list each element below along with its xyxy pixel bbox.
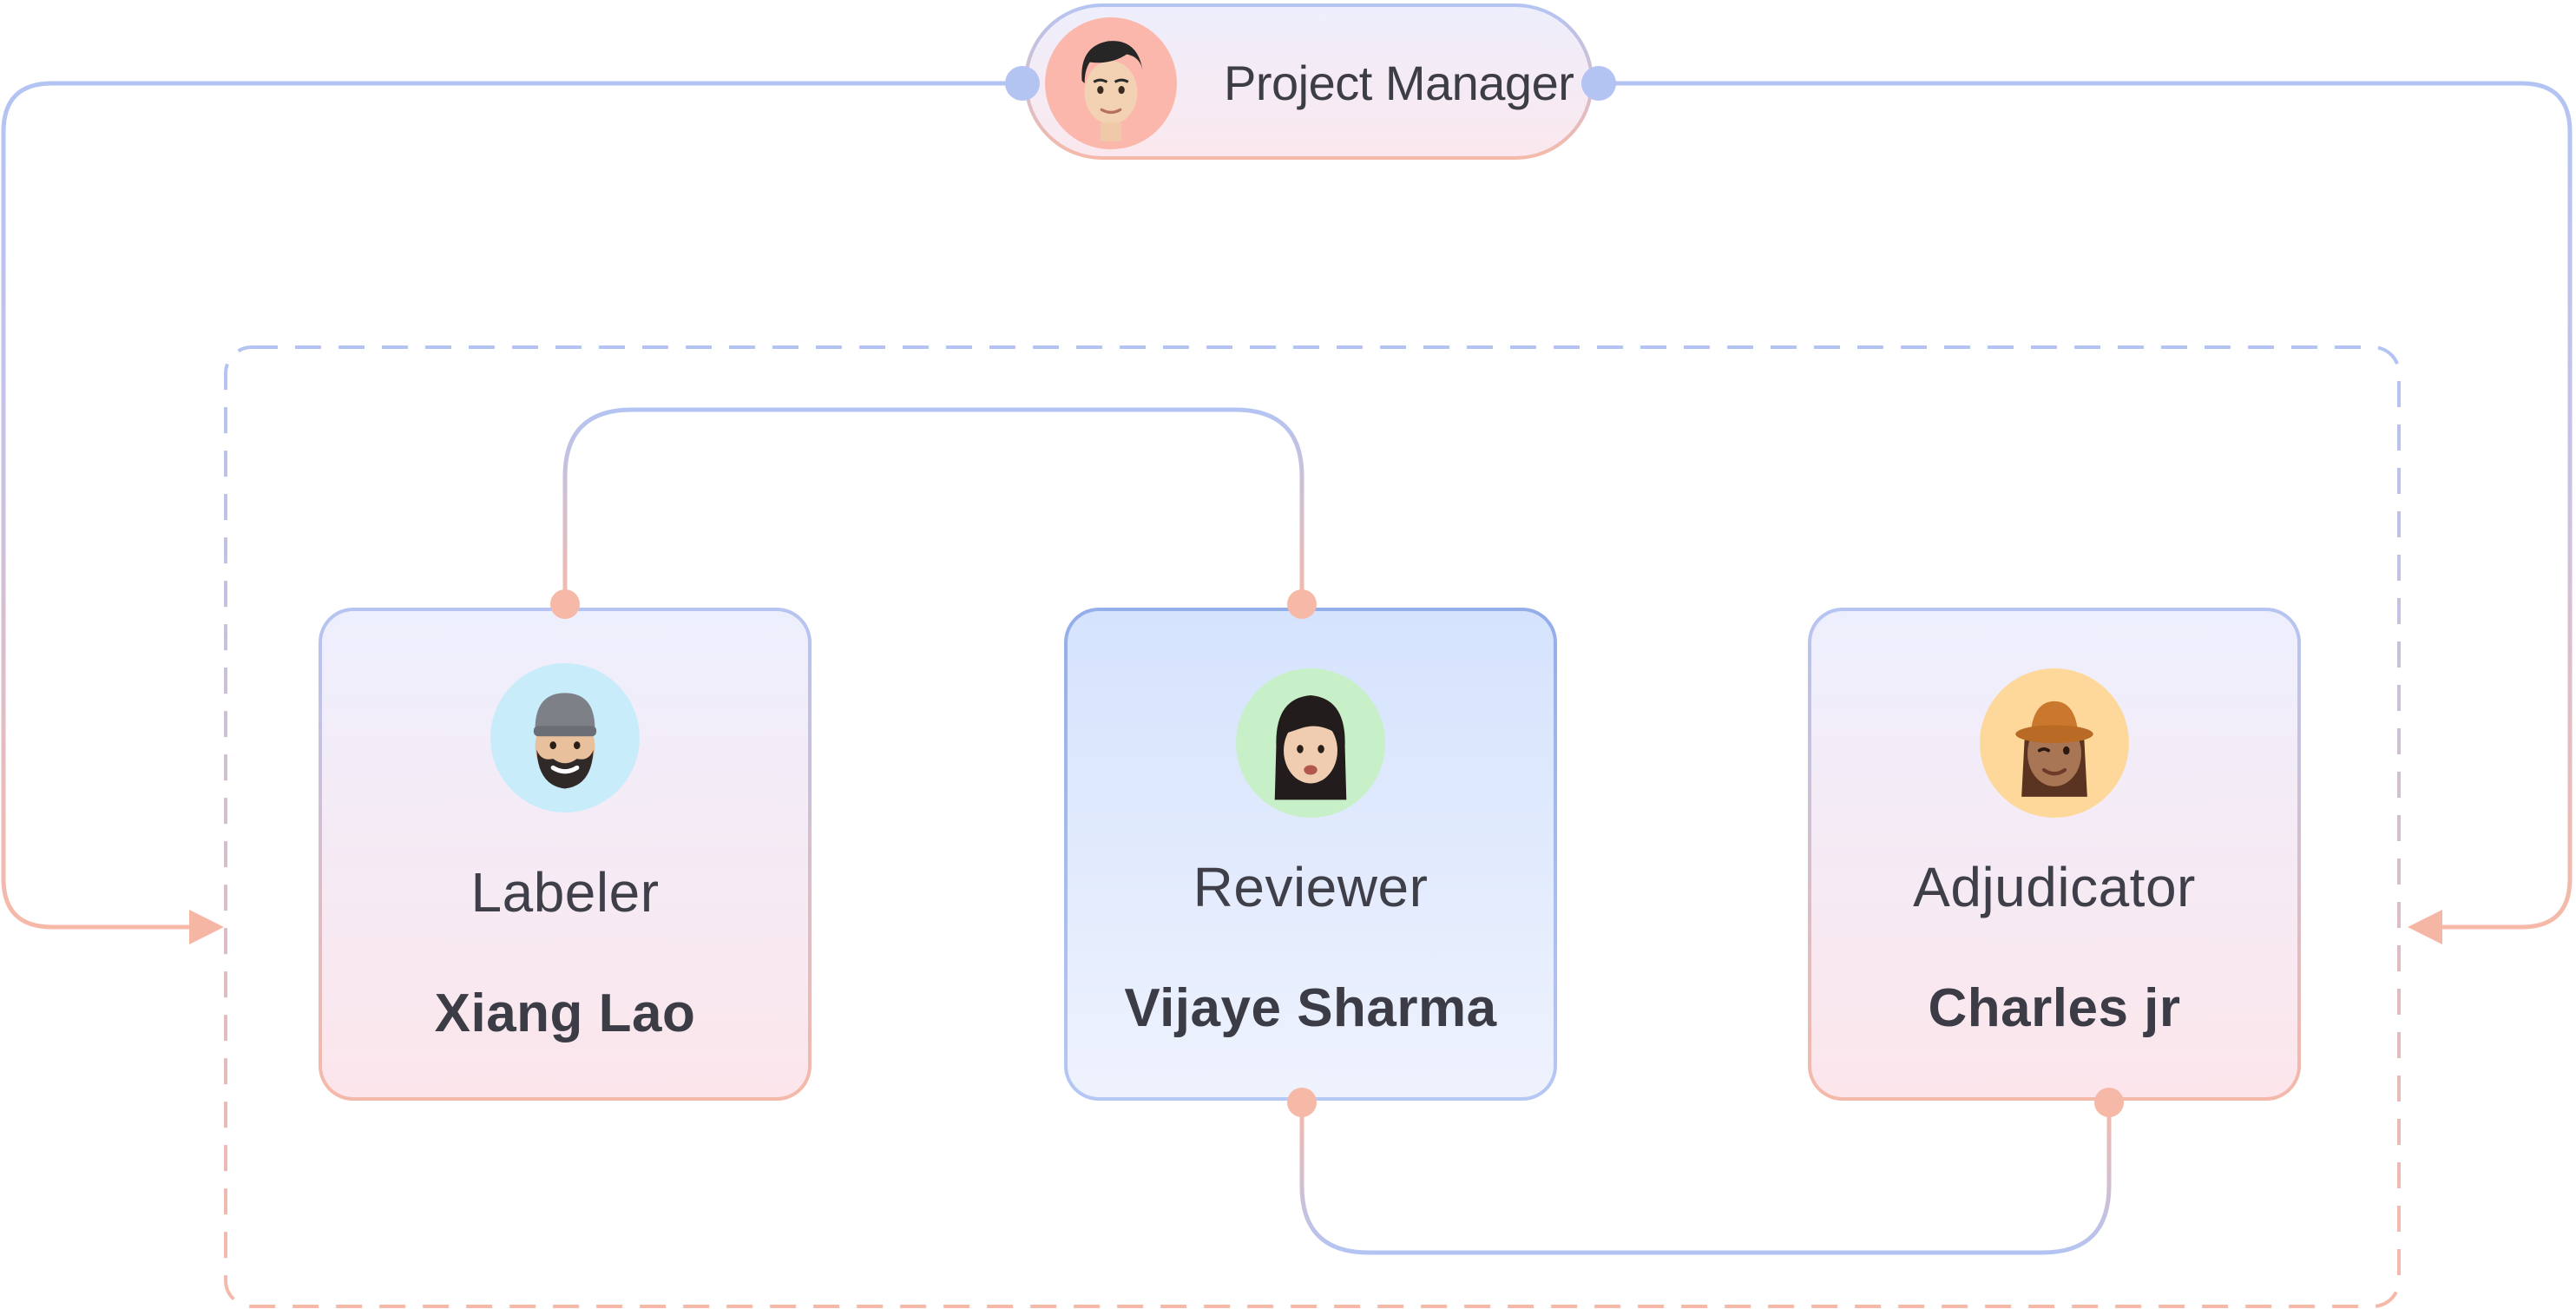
reviewer-name: Vijaye Sharma <box>1124 978 1497 1038</box>
reviewer-role: Reviewer <box>1193 856 1429 918</box>
pm-right-port[interactable] <box>1581 66 1616 101</box>
labeler-card[interactable]: Labeler Xiang Lao <box>319 608 812 1101</box>
project-manager-avatar <box>1045 17 1177 149</box>
team-group-boundary <box>224 345 2401 1308</box>
adjudicator-avatar <box>1980 668 2129 818</box>
reviewer-avatar <box>1236 668 1385 818</box>
adjudicator-bottom-port[interactable] <box>2094 1088 2124 1117</box>
pm-right-connector <box>1599 81 2573 930</box>
adjudicator-name: Charles jr <box>1928 978 2181 1038</box>
man-black-hair-icon <box>1081 41 1143 141</box>
pm-left-port[interactable] <box>1005 66 1040 101</box>
labeler-reviewer-connector <box>562 407 1304 604</box>
labeler-avatar <box>490 663 640 812</box>
labeler-top-port[interactable] <box>550 589 580 619</box>
woman-bucket-hat-icon <box>2015 701 2093 797</box>
project-manager-node[interactable]: Project Manager <box>1024 3 1594 160</box>
right-arrow-head <box>2408 910 2442 944</box>
pm-left-connector <box>1 81 1022 930</box>
reviewer-adjudicator-connector <box>1299 1102 2112 1255</box>
reviewer-top-port[interactable] <box>1287 589 1317 619</box>
labeler-role: Labeler <box>470 861 660 924</box>
adjudicator-card[interactable]: Adjudicator Charles jr <box>1808 608 2301 1101</box>
labeler-name: Xiang Lao <box>434 983 696 1043</box>
reviewer-card[interactable]: Reviewer Vijaye Sharma <box>1064 608 1557 1101</box>
reviewer-bottom-port[interactable] <box>1287 1088 1317 1117</box>
man-beanie-beard-icon <box>533 693 597 789</box>
woman-long-hair-icon <box>1274 694 1347 800</box>
adjudicator-role: Adjudicator <box>1913 856 2196 918</box>
project-manager-label: Project Manager <box>1224 56 1574 110</box>
left-arrow-head <box>189 910 224 944</box>
